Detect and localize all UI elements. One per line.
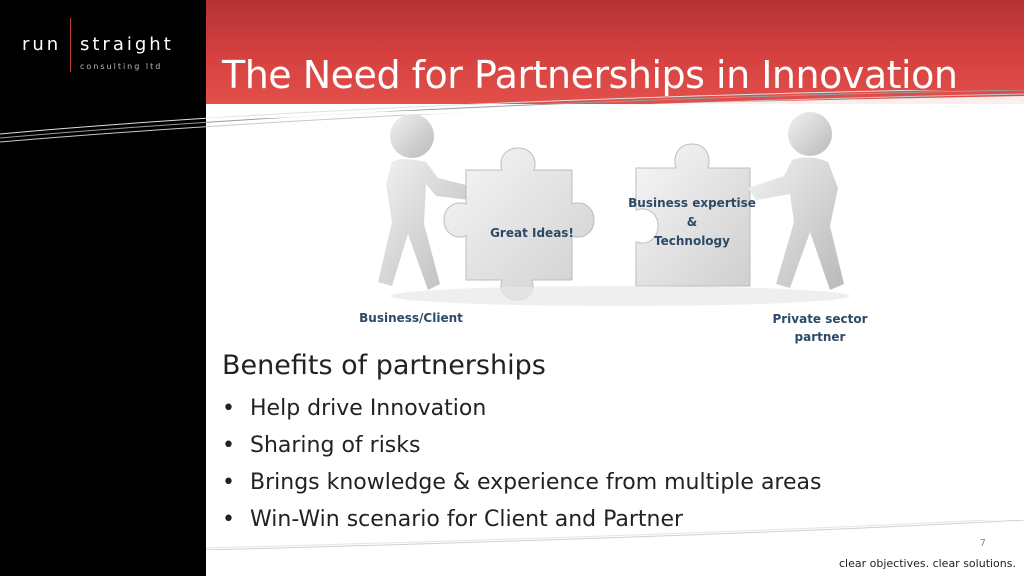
right-puzzle-piece-icon	[635, 143, 751, 287]
puzzle-illustration	[378, 112, 850, 306]
left-figure-icon	[378, 114, 470, 290]
list-item: • Help drive Innovation	[222, 392, 821, 429]
bullet: •	[222, 396, 235, 421]
footer-swoosh	[206, 520, 1024, 550]
list-item: • Sharing of risks	[222, 429, 821, 466]
sidebar	[0, 0, 206, 576]
logo-right-word: straight	[80, 34, 174, 55]
benefit-text: Brings knowledge & experience from multi…	[250, 470, 822, 495]
header-swoosh	[0, 90, 1024, 143]
logo-divider	[70, 18, 71, 72]
bullet: •	[222, 470, 235, 495]
benefit-text: Sharing of risks	[250, 433, 421, 458]
left-piece-label: Great Ideas!	[490, 226, 574, 240]
right-piece-label-line3: Technology	[654, 234, 730, 248]
left-figure-label: Business/Client	[359, 311, 463, 325]
benefit-text: Help drive Innovation	[250, 396, 487, 421]
list-item: • Brings knowledge & experience from mult…	[222, 466, 821, 503]
bullet: •	[222, 433, 235, 458]
benefits-list: • Help drive Innovation • Sharing of risks…	[222, 392, 821, 540]
right-piece-label: Business expertise & Technology	[626, 194, 758, 251]
header-band	[206, 0, 1024, 104]
bullet: •	[222, 507, 235, 532]
right-piece-label-line1: Business expertise	[628, 196, 756, 210]
slide-title: The Need for Partnerships in Innovation	[222, 53, 958, 98]
left-puzzle-piece-icon	[443, 147, 595, 301]
right-piece-label-line2: &	[686, 215, 698, 229]
benefits-heading: Benefits of partnerships	[222, 350, 546, 381]
right-figure-label-line2: partner	[794, 330, 846, 344]
footer-tagline: clear objectives. clear solutions.	[838, 557, 1016, 570]
page-number: 7	[979, 538, 986, 549]
benefit-text: Win-Win scenario for Client and Partner	[250, 507, 684, 532]
right-figure-label: Private sector partner	[760, 310, 880, 346]
right-figure-icon	[748, 112, 844, 290]
logo-subtitle: consulting ltd	[80, 62, 163, 71]
list-item: • Win-Win scenario for Client and Partner	[222, 503, 821, 540]
logo-left-word: run	[22, 34, 62, 55]
right-figure-label-line1: Private sector	[772, 312, 868, 326]
